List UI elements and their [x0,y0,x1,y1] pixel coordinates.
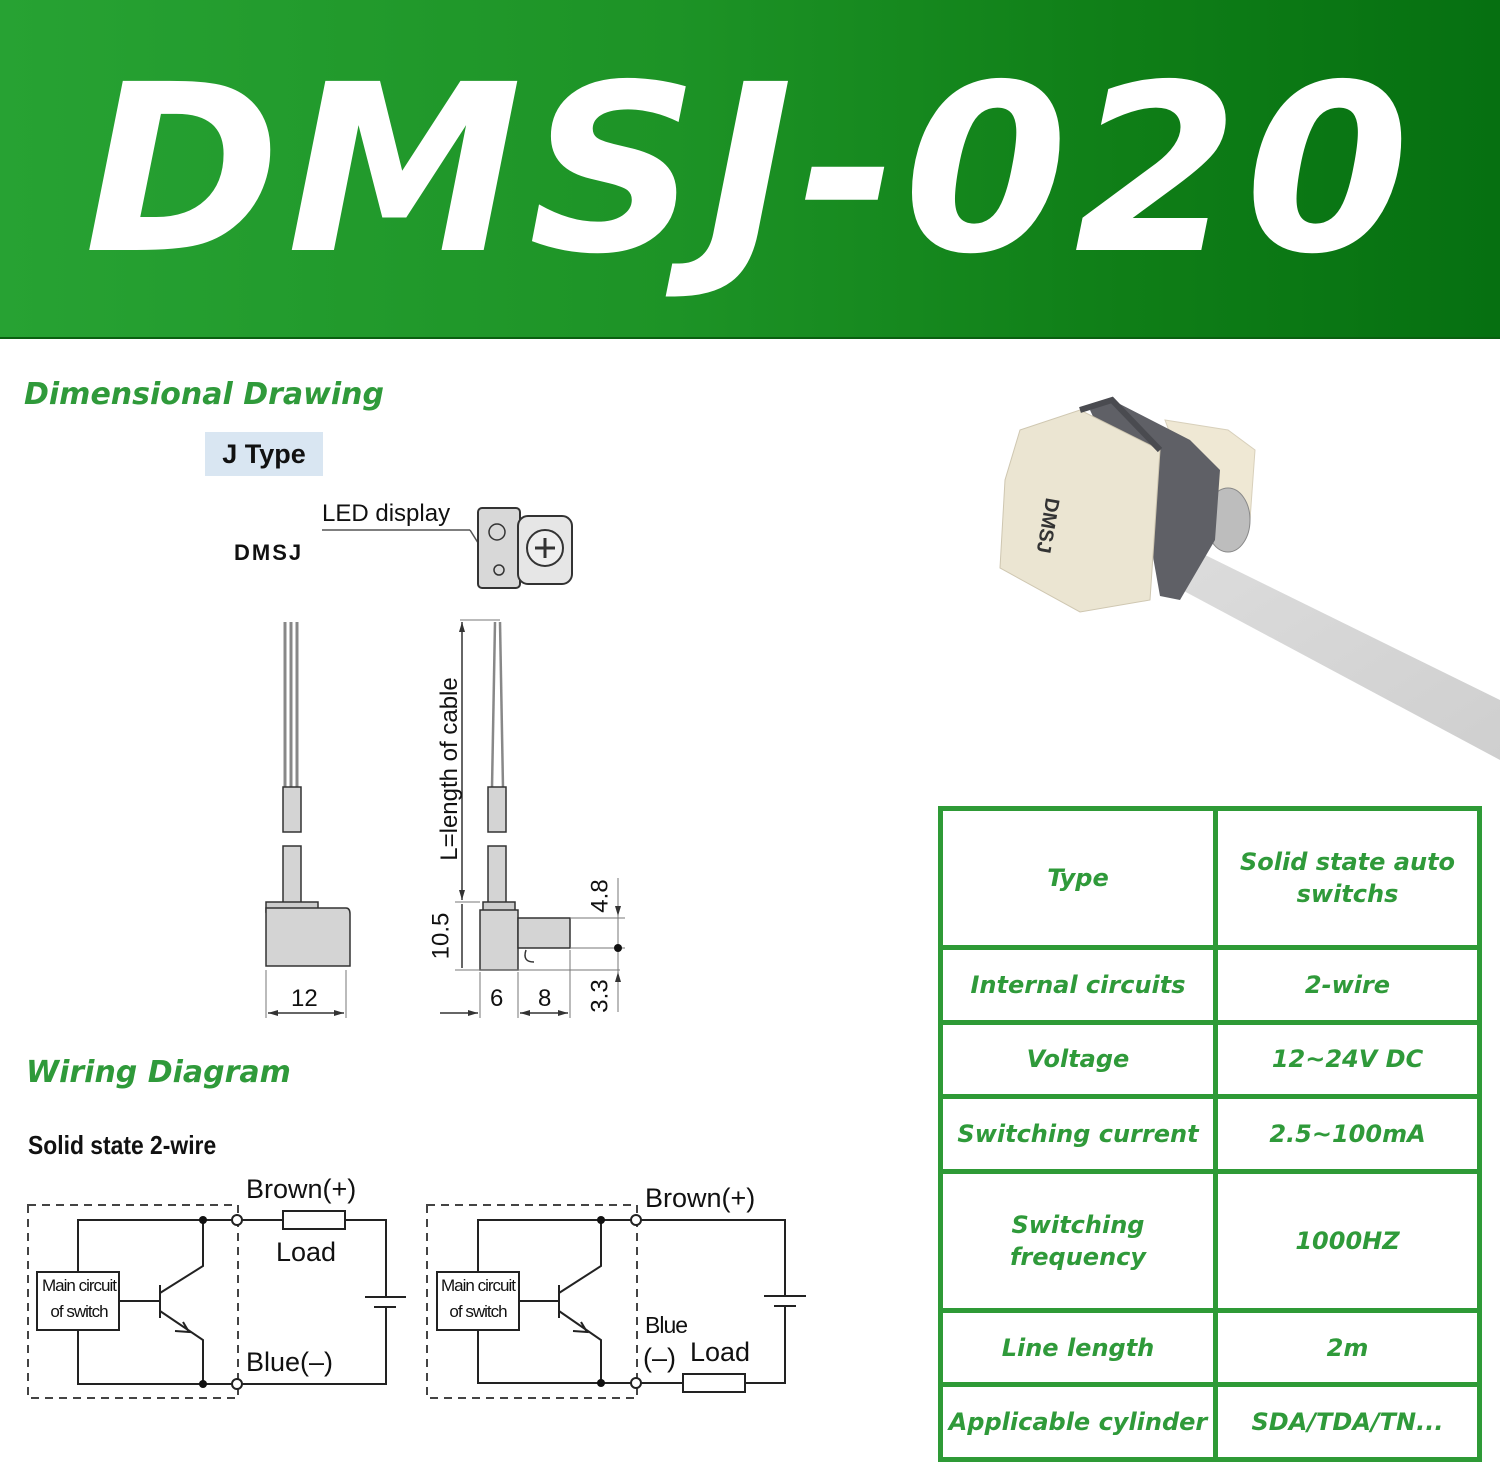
spec-key: Internal circuits [938,945,1218,1025]
circuit-b-negative-label-1: Blue [645,1312,688,1338]
product-photo [999,396,1500,760]
circuit-a-box-line2: of switch [50,1302,108,1321]
j-type-label: J Type [205,432,323,476]
circuit-a-negative-label: Blue(–) [246,1347,334,1377]
circuit-b-positive-label: Brown(+) [645,1183,756,1213]
dimensional-drawing [265,507,625,1018]
dimension-bottom-offset: 3.3 [586,979,614,1013]
table-row: Voltage 12~24V DC [938,1019,1482,1100]
product-model-title: DMSJ-020 [84,35,1416,305]
spec-value: Solid state auto switchs [1213,805,1482,951]
wiring-subtitle: Solid state 2-wire [28,1130,217,1160]
dimension-body-depth: 6 [490,985,504,1012]
circuit-a-positive-label: Brown(+) [246,1174,357,1204]
table-row: Internal circuits 2-wire [938,945,1482,1025]
table-row: Type Solid state auto switchs [938,805,1482,951]
circuit-a-load-label: Load [276,1237,337,1267]
circuit-diagram-b [426,1204,806,1399]
dimension-mount-width: 8 [538,985,552,1012]
spec-key: Type [938,805,1218,951]
dimension-top-offset: 4.8 [586,879,614,913]
table-row: Applicable cylinder SDA/TDA/TN... [938,1382,1482,1462]
cable-length-label: L=length of cable [436,677,463,861]
spec-value: 1000HZ [1213,1168,1482,1313]
circuit-a-box-line1: Main circuit [42,1276,117,1295]
title-banner: DMSJ-020 [0,0,1500,339]
spec-value: 2.5~100mA [1213,1094,1482,1174]
table-row: Switching frequency 1000HZ [938,1168,1482,1313]
circuit-b-box-line2: of switch [449,1302,507,1321]
spec-value: 12~24V DC [1213,1019,1482,1100]
spec-key: Line length [938,1307,1218,1388]
table-row: Switching current 2.5~100mA [938,1094,1482,1174]
circuit-b-negative-label-2: (–) [643,1343,676,1373]
spec-key: Applicable cylinder [938,1382,1218,1462]
spec-key: Switching current [938,1094,1218,1174]
circuit-b-load-label: Load [690,1337,751,1367]
spec-table: Type Solid state auto switchs Internal c… [938,805,1482,1462]
top-view-icon [477,507,573,589]
table-row: Line length 2m [938,1307,1482,1388]
spec-key: Voltage [938,1019,1218,1100]
dimensional-drawing-heading: Dimensional Drawing [24,377,384,412]
dimension-height: 10.5 [427,912,455,960]
led-display-label: LED display [322,500,451,527]
spec-value: SDA/TDA/TN... [1213,1382,1482,1462]
side-view-icon [440,619,625,1018]
wiring-diagram-heading: Wiring Diagram [26,1055,291,1090]
front-view-icon [265,622,351,1018]
spec-key: Switching frequency [938,1168,1218,1313]
circuit-diagram-a [27,1204,406,1399]
circuit-b-box-line1: Main circuit [441,1276,516,1295]
model-label: DMSJ [234,540,304,565]
spec-value: 2m [1213,1307,1482,1388]
dimension-width-front: 12 [291,985,318,1012]
spec-value: 2-wire [1213,945,1482,1025]
